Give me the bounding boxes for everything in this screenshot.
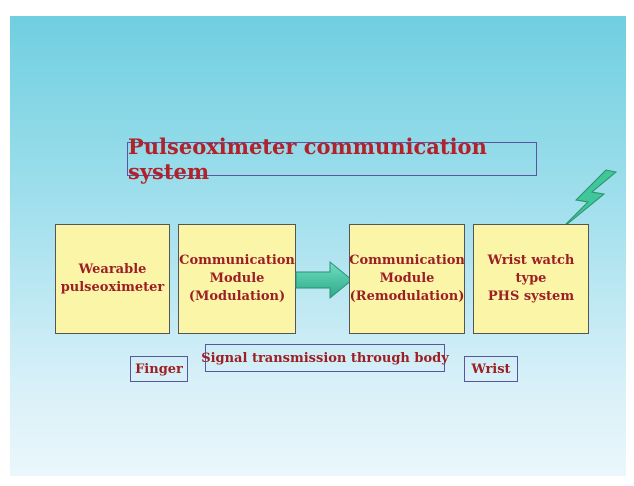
remodulation-module-block: Communication Module (Remodulation)	[349, 224, 465, 334]
right-arrow-icon	[295, 260, 353, 300]
phs-line-2: PHS system	[487, 289, 575, 304]
diagram-title-text: Pulseoximeter communication system	[128, 134, 487, 184]
modulation-line-1: Communication	[179, 253, 295, 268]
remodulation-line-1: Communication	[349, 253, 465, 268]
remodulation-line-2: Module	[379, 271, 435, 286]
finger-label-text: Finger	[135, 361, 183, 377]
wrist-label-text: Wrist	[471, 361, 511, 377]
wearable-line-1: Wearable	[78, 262, 147, 277]
modulation-line-2: Module	[209, 271, 265, 286]
wearable-pulseoximeter-block: Wearable pulseoximeter	[55, 224, 170, 334]
signal-transmission-text: Signal transmission through body	[201, 350, 449, 366]
modulation-line-3: (Modulation)	[188, 289, 286, 304]
phs-line-1: Wrist watch type	[487, 253, 575, 286]
lightning-bolt-icon	[559, 169, 618, 231]
phs-system-block: Wrist watch type PHS system	[473, 224, 589, 334]
wrist-label: Wrist	[464, 356, 518, 382]
remodulation-line-3: (Remodulation)	[349, 289, 465, 304]
modulation-module-block: Communication Module (Modulation)	[178, 224, 296, 334]
finger-label: Finger	[130, 356, 188, 382]
signal-transmission-label: Signal transmission through body	[201, 344, 449, 372]
wearable-line-2: pulseoximeter	[60, 280, 165, 295]
slide: Pulseoximeter communication system Weara…	[10, 16, 626, 476]
diagram-title: Pulseoximeter communication system	[127, 134, 537, 184]
